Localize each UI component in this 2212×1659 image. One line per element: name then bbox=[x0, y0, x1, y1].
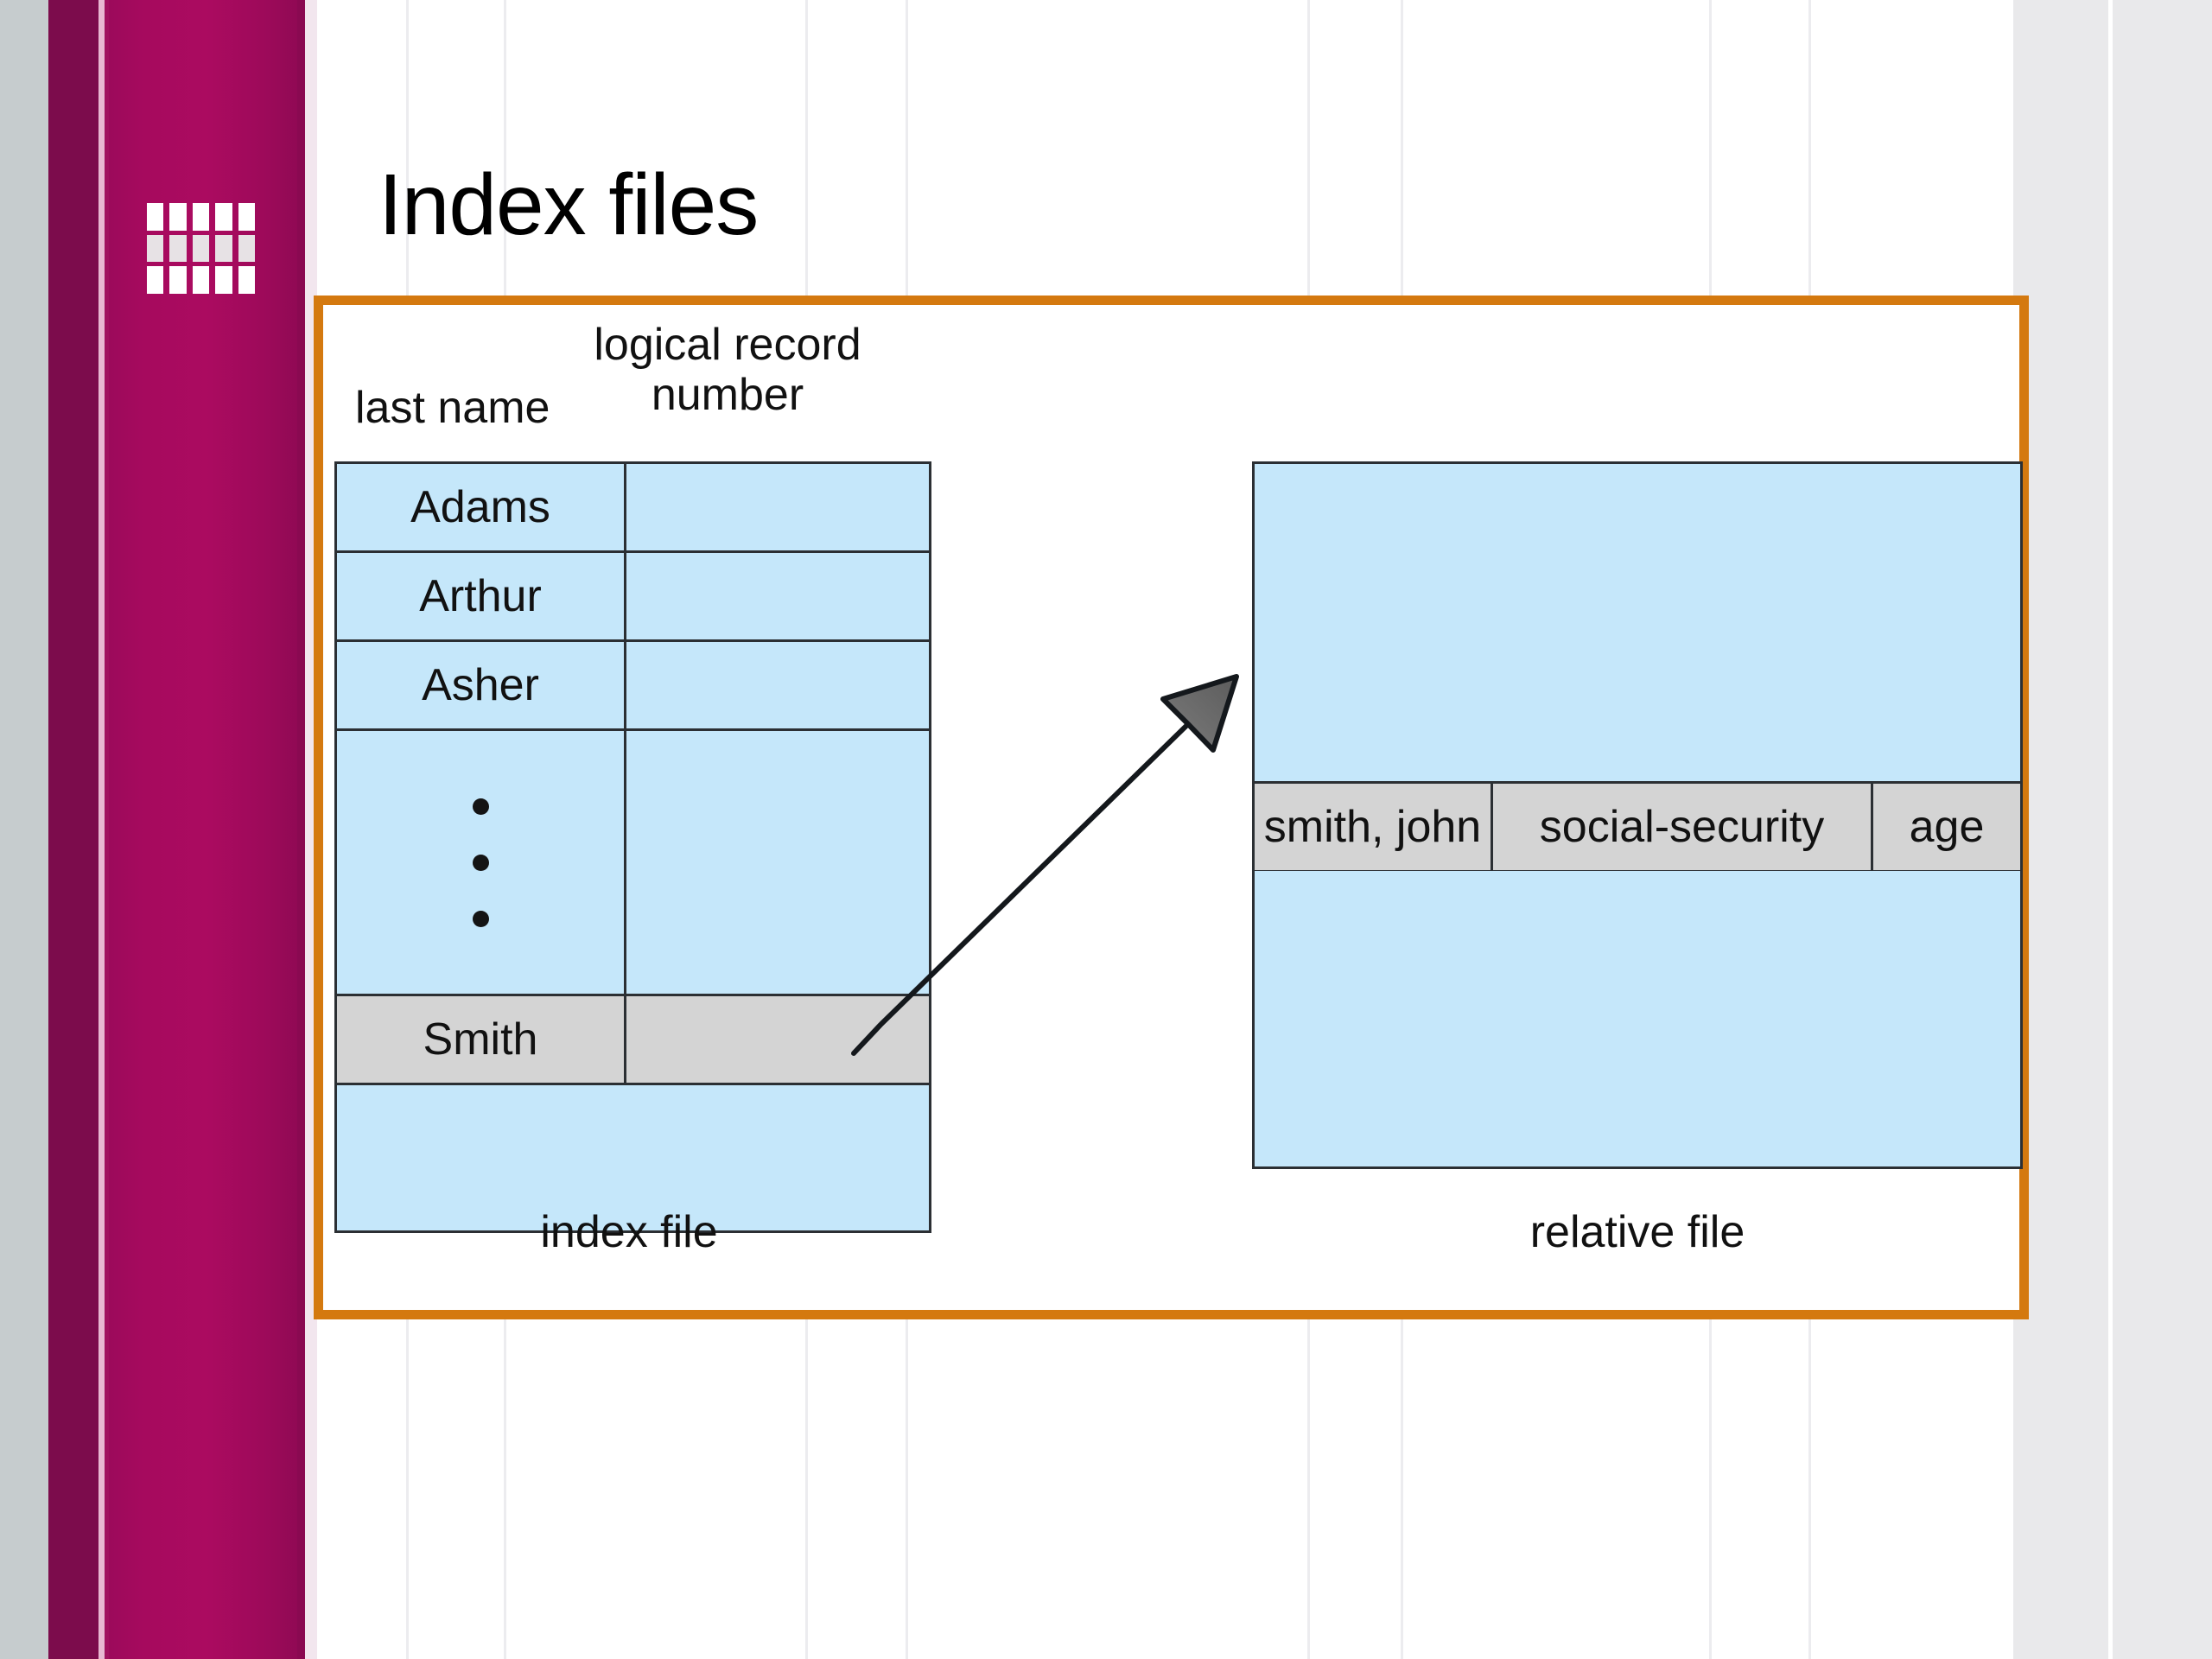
index-number-cell-smith[interactable] bbox=[624, 994, 931, 1085]
grid-logo-icon bbox=[147, 203, 255, 294]
ellipsis-number-cell bbox=[624, 728, 931, 996]
caption-relative-file: relative file bbox=[1529, 1207, 1745, 1257]
sidebar-light-rule bbox=[99, 0, 105, 1659]
index-name-cell-smith[interactable]: Smith bbox=[334, 994, 626, 1085]
table-row-ellipsis bbox=[334, 728, 931, 996]
record-field-social-security[interactable]: social-security bbox=[1493, 784, 1873, 870]
column-header-last-name: last name bbox=[355, 383, 550, 433]
caption-index-file: index file bbox=[540, 1207, 718, 1257]
index-name-cell[interactable]: Adams bbox=[334, 461, 626, 553]
column-header-line-1: logical record bbox=[594, 320, 861, 370]
index-number-cell[interactable] bbox=[624, 461, 931, 553]
index-number-cell[interactable] bbox=[624, 550, 931, 642]
background-gridline bbox=[2108, 0, 2113, 1659]
column-header-line-2: number bbox=[651, 370, 804, 421]
diagram-frame: last name logical record number Adams Ar… bbox=[314, 296, 2029, 1319]
page-title: Index files bbox=[378, 156, 759, 253]
column-header-logical-record-number: logical record number bbox=[559, 320, 896, 420]
ellipsis-cell bbox=[334, 728, 626, 996]
relative-file-upper-block bbox=[1252, 461, 2023, 783]
index-name-cell[interactable]: Asher bbox=[334, 639, 626, 731]
table-row[interactable]: Arthur bbox=[334, 550, 931, 642]
table-row-selected[interactable]: Smith bbox=[334, 994, 931, 1085]
sidebar-gray-strip bbox=[0, 0, 48, 1659]
record-field-name[interactable]: smith, john bbox=[1255, 784, 1493, 870]
record-field-age[interactable]: age bbox=[1909, 802, 1985, 852]
index-number-cell[interactable] bbox=[624, 639, 931, 731]
table-row-empty bbox=[334, 1083, 931, 1233]
background-right-panel bbox=[2013, 0, 2212, 1659]
table-row[interactable]: Asher bbox=[334, 639, 931, 731]
vertical-ellipsis-icon bbox=[337, 731, 624, 994]
sidebar-edge-strip bbox=[297, 0, 305, 1659]
sidebar-dark-strip bbox=[48, 0, 99, 1659]
relative-file-lower-block bbox=[1252, 871, 2023, 1169]
sidebar-accent-rule bbox=[105, 0, 109, 1659]
table-row[interactable]: Adams bbox=[334, 461, 931, 553]
index-name-cell[interactable]: Arthur bbox=[334, 550, 626, 642]
index-empty-cell bbox=[334, 1083, 931, 1233]
index-file-table: Adams Arthur Asher bbox=[334, 461, 931, 1233]
relative-file-record-row[interactable]: smith, john social-security age bbox=[1252, 781, 2023, 873]
